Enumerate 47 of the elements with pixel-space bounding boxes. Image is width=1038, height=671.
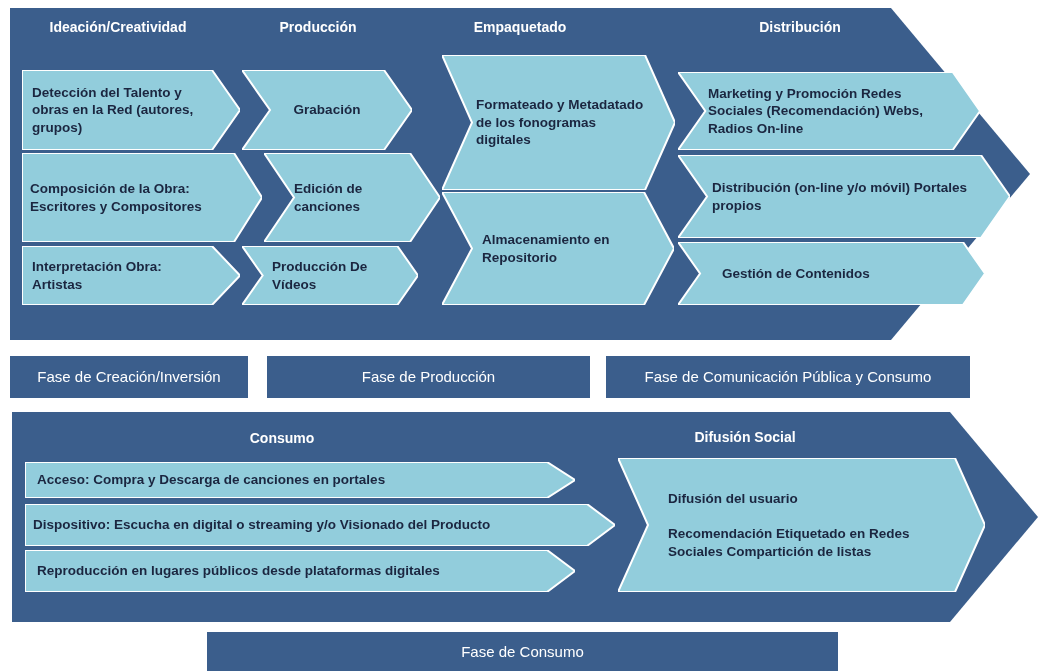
- pentagon-box: [25, 462, 575, 498]
- chevron-box: [678, 242, 985, 305]
- pentagon-box: [22, 70, 240, 150]
- chevron-box: [242, 70, 412, 150]
- box-label: Acceso: Compra y Descarga de canciones en portales: [37, 471, 387, 489]
- column-heading: Distribución: [759, 19, 841, 35]
- column-heading: Producción: [279, 19, 357, 35]
- box-label: Edición de canciones: [294, 179, 364, 216]
- phase-label: Fase de Producción: [361, 367, 496, 387]
- box-label: Interpretación Obra: Artistas: [32, 257, 163, 294]
- box-label: Reproducción en lugares públicos desde plataformas digitales: [37, 562, 441, 580]
- box-label: Distribución (on-line y/o móvil) Portales propios: [712, 178, 969, 215]
- phase-bar: [10, 356, 248, 398]
- box-label: Gestión de Contenidos: [722, 264, 871, 283]
- column-heading: Empaquetado: [473, 19, 567, 35]
- box-label: Marketing y Promoción Redes Sociales (Recomendación) Webs, Radios On-line: [708, 84, 925, 138]
- pentagon-box: [25, 504, 615, 546]
- phase-bar: [267, 356, 590, 398]
- phase-label: Fase de Consumo: [461, 641, 584, 662]
- chevron-box: [678, 155, 1010, 238]
- pentagon-box: [25, 550, 575, 592]
- chevron-box: [442, 192, 674, 305]
- chevron-band: [10, 8, 1030, 340]
- chevron-box: [242, 246, 418, 305]
- column-heading: Ideación/Creatividad: [49, 19, 187, 35]
- box-label: Grabación: [293, 101, 361, 119]
- box-label: Dispositivo: Escucha en digital o streaming y/o Visionado del Producto: [33, 516, 492, 534]
- box-label: Almacenamiento en Repositorio: [482, 230, 611, 267]
- chevron-box: [442, 55, 675, 190]
- box-label: Difusión del usuario: [668, 489, 799, 508]
- box-label: Composición de la Obra: Escritores y Compositores: [30, 179, 203, 216]
- chevron-box: [618, 458, 985, 592]
- chevron-band: [12, 412, 1038, 622]
- chevron-box: [264, 153, 440, 242]
- chevron-box: [678, 72, 980, 150]
- pentagon-box: [22, 153, 262, 242]
- phase-label: Fase de Comunicación Pública y Consumo: [644, 367, 932, 387]
- column-heading: Consumo: [249, 430, 315, 446]
- box-label: Detección del Talento y obras en la Red (autores, grupos): [32, 83, 195, 137]
- column-heading: Difusión Social: [694, 429, 796, 445]
- phase-bar: [606, 356, 970, 398]
- phase-label: Fase de Creación/Inversión: [37, 367, 221, 387]
- pentagon-box: [22, 246, 240, 305]
- box-label: Producción De Vídeos: [272, 257, 369, 294]
- box-label: Recomendación Etiquetado en Redes Sociales Compartición de listas: [668, 525, 911, 561]
- phase-bar: [207, 632, 838, 671]
- box-label: Formateado y Metadatado de los fonogramas digitales: [476, 96, 645, 149]
